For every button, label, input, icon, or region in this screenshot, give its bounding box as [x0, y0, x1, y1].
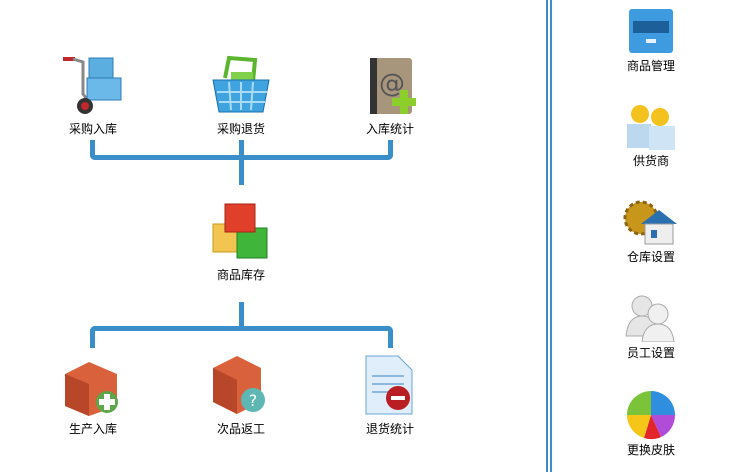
sidebar-item-label: 仓库设置	[626, 250, 675, 264]
connector-line	[239, 302, 244, 330]
inventory-label: 商品库存	[216, 268, 265, 282]
divider-line	[546, 0, 548, 472]
sidebar-item-change-skin[interactable]: 更换皮肤	[596, 390, 706, 458]
connector-line	[90, 140, 95, 160]
purchase-return-button[interactable]: 采购退货	[186, 54, 296, 137]
purchase-return-label: 采购退货	[216, 122, 265, 136]
connector-line	[388, 140, 393, 160]
sidebar-item-label: 供货商	[632, 154, 669, 168]
connector-line	[239, 140, 244, 185]
shopping-basket-icon	[212, 55, 270, 113]
production-inbound-button[interactable]: 生产入库	[38, 354, 148, 437]
svg-text:?: ?	[249, 391, 258, 410]
divider-line	[550, 0, 552, 472]
production-inbound-label: 生产入库	[68, 422, 117, 436]
purchase-inbound-label: 采购入库	[68, 122, 117, 136]
sidebar-item-label: 商品管理	[626, 59, 675, 73]
box-question-icon: ?	[213, 356, 265, 414]
boxes-icon	[212, 203, 268, 259]
defect-rework-button[interactable]: ? 次品返工	[186, 354, 296, 437]
file-cabinet-icon	[629, 9, 673, 53]
defect-rework-label: 次品返工	[216, 422, 265, 436]
hand-truck-icon	[63, 57, 122, 114]
connector-line	[388, 326, 393, 348]
address-book-add-icon: @	[370, 58, 416, 114]
people-icon	[625, 295, 675, 342]
inbound-stats-button[interactable]: @ 入库统计	[335, 54, 445, 137]
sidebar-item-warehouse-settings[interactable]: 仓库设置	[596, 198, 706, 265]
sidebar-item-staff-settings[interactable]: 员工设置	[596, 294, 706, 361]
connector-line	[90, 326, 393, 331]
inbound-stats-label: 入库统计	[365, 122, 414, 136]
color-wheel-icon	[626, 391, 676, 440]
users-icon	[627, 105, 675, 150]
return-stats-button[interactable]: 退货统计	[335, 354, 445, 437]
connector-line	[90, 326, 95, 348]
warehouse-gear-icon	[623, 200, 677, 245]
sidebar-item-label: 员工设置	[626, 346, 675, 360]
document-remove-icon	[365, 355, 413, 415]
sidebar-item-label: 更换皮肤	[626, 443, 675, 457]
box-add-icon	[65, 362, 118, 416]
return-stats-label: 退货统计	[365, 422, 414, 436]
sidebar-item-suppliers[interactable]: 供货商	[596, 102, 706, 169]
inventory-button[interactable]: 商品库存	[186, 200, 296, 283]
purchase-inbound-button[interactable]: 采购入库	[38, 54, 148, 137]
sidebar-item-product-management[interactable]: 商品管理	[596, 7, 706, 74]
